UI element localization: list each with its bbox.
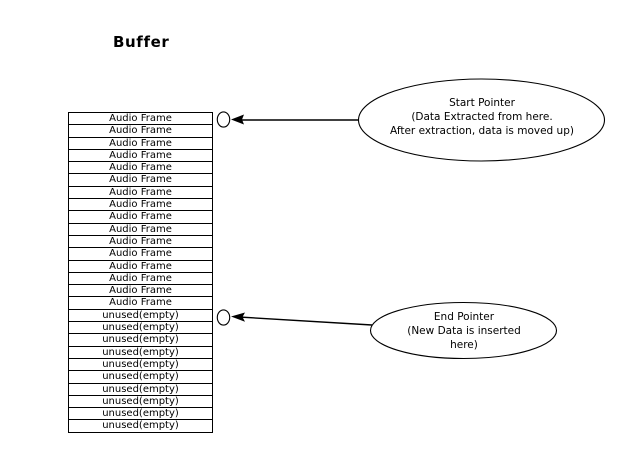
end-pointer-arrow-line — [238, 316, 373, 326]
start-pointer-line-2: (Data Extracted from here. — [411, 111, 553, 123]
buffer-row: Audio Frame — [69, 174, 212, 187]
buffer-row: unused(empty) — [69, 371, 212, 384]
start-pointer-line-3: After extraction, data is moved up) — [390, 125, 574, 137]
buffer-row: unused(empty) — [69, 384, 212, 396]
start-pointer-arrow-head-icon — [231, 114, 244, 125]
buffer-row: unused(empty) — [69, 420, 212, 433]
end-pointer-line-3: here) — [450, 339, 478, 351]
buffer-row: Audio Frame — [69, 125, 212, 138]
buffer-row: Audio Frame — [69, 285, 212, 298]
start-pointer-title: Start Pointer — [449, 97, 515, 109]
buffer-row: unused(empty) — [69, 347, 212, 359]
buffer-row: Audio Frame — [69, 273, 212, 286]
buffer-row: unused(empty) — [69, 322, 212, 335]
buffer-row: unused(empty) — [69, 396, 212, 409]
buffer-row: Audio Frame — [69, 224, 212, 236]
buffer-row: unused(empty) — [69, 334, 212, 347]
buffer-row: unused(empty) — [69, 310, 212, 323]
buffer-row: Audio Frame — [69, 187, 212, 200]
end-pointer-title: End Pointer — [433, 311, 495, 323]
buffer-row: unused(empty) — [69, 359, 212, 372]
buffer-row: Audio Frame — [69, 211, 212, 224]
buffer-row: Audio Frame — [69, 261, 212, 273]
end-pointer-marker-circle — [216, 309, 231, 326]
buffer-row: Audio Frame — [69, 297, 212, 310]
buffer-row: Audio Frame — [69, 113, 212, 126]
buffer-row: Audio Frame — [69, 236, 212, 249]
buffer-row: Audio Frame — [69, 199, 212, 212]
buffer-row: Audio Frame — [69, 248, 212, 261]
end-pointer-label: End Pointer (New Data is inserted here) — [370, 310, 558, 352]
buffer-row: Audio Frame — [69, 138, 212, 150]
start-pointer-marker-circle — [216, 111, 231, 128]
buffer-row: unused(empty) — [69, 408, 212, 421]
end-pointer-line-2: (New Data is inserted — [407, 325, 521, 337]
buffer-row: Audio Frame — [69, 150, 212, 163]
page-title: Buffer — [113, 33, 170, 51]
buffer-row: Audio Frame — [69, 162, 212, 175]
end-pointer-arrow-head-icon — [231, 312, 245, 322]
start-pointer-label: Start Pointer (Data Extracted from here.… — [358, 96, 606, 138]
